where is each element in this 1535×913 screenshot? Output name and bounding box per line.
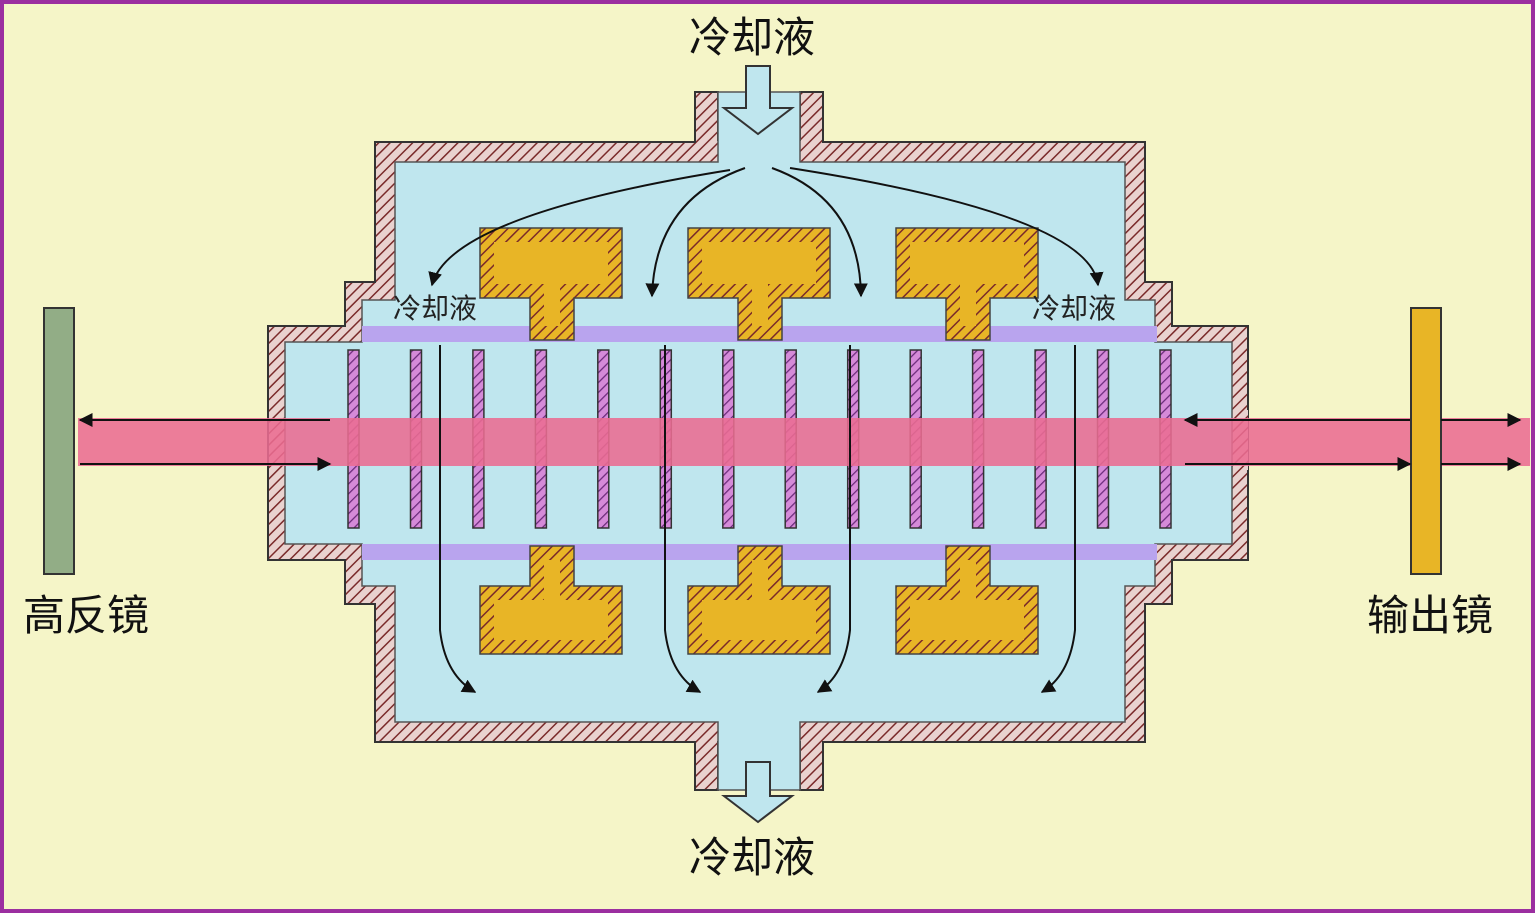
flow-arrow-7 — [816, 345, 851, 693]
coolant-flow-in — [428, 167, 1104, 298]
flow-arrow-4 — [789, 167, 1104, 287]
upper-electrodes — [479, 227, 1039, 341]
flow-arrow-5 — [439, 345, 477, 693]
coolant-left-label: 冷却液 — [393, 292, 477, 325]
coolant-inlet-arrow — [721, 65, 795, 136]
flow-arrow-2 — [645, 167, 746, 298]
lower-electrodes — [479, 545, 1039, 655]
high-reflector-label: 高反镜 — [23, 591, 149, 640]
coolant-inlet-label: 冷却液 — [689, 13, 815, 62]
beam-arrows — [78, 413, 1522, 471]
flow-arrow-8 — [1040, 345, 1076, 693]
laser-beam — [78, 418, 1530, 466]
coolant-outlet-arrow — [721, 761, 795, 824]
coolant-flow-out — [439, 345, 1076, 693]
coolant-right-label: 冷却液 — [1032, 292, 1116, 325]
flow-arrow-1 — [428, 169, 731, 287]
output-coupler-mirror — [1410, 307, 1442, 575]
flow-arrow-6 — [664, 345, 702, 693]
coolant-outlet-label: 冷却液 — [689, 833, 815, 882]
flow-arrow-3 — [771, 167, 868, 298]
output-coupler-label: 输出镜 — [1367, 591, 1493, 640]
high-reflector-mirror — [43, 307, 75, 575]
